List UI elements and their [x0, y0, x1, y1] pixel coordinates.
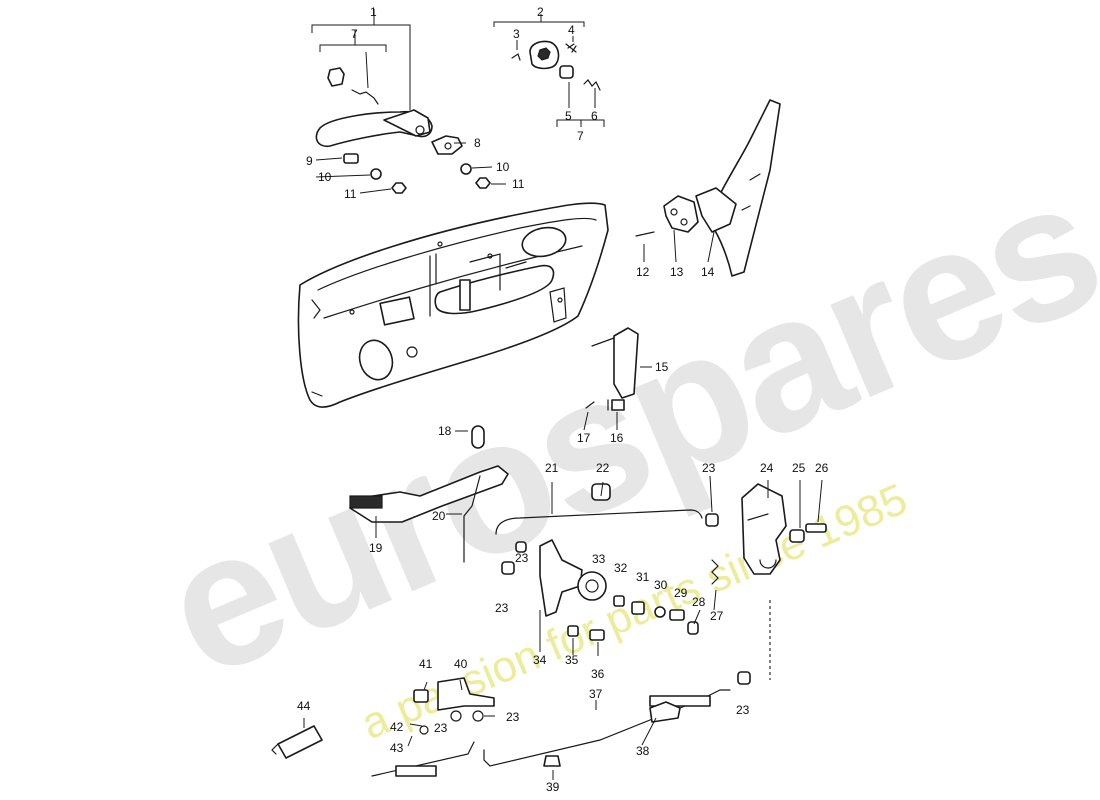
callout-3: 3	[513, 27, 520, 41]
handle-bracket	[431, 135, 463, 155]
bellcrank	[539, 539, 583, 617]
grommet-22	[591, 483, 611, 501]
pulley-33	[577, 571, 607, 601]
hinge-plate	[695, 187, 737, 233]
callout-25: 25	[792, 461, 806, 475]
grease-tube	[277, 725, 323, 759]
callout-44: 44	[297, 699, 311, 713]
callout-17: 17	[577, 431, 591, 445]
callout-8: 8	[474, 136, 481, 150]
callout-38: 38	[636, 744, 650, 758]
callout-35: 35	[565, 653, 579, 667]
inner-handle	[349, 465, 509, 523]
callout-21: 21	[545, 461, 559, 475]
lock-cylinder-group	[493, 14, 605, 127]
lock-cap	[559, 65, 574, 79]
bracket-40	[437, 677, 495, 711]
callout-34: 34	[533, 653, 547, 667]
callout-11-right: 11	[512, 177, 525, 191]
nut-11b	[475, 177, 491, 189]
callout-23-c: 23	[495, 601, 509, 615]
callout-18: 18	[438, 424, 452, 438]
callout-24: 24	[760, 461, 774, 475]
hinge-group	[635, 99, 781, 277]
callout-7-right: 7	[577, 129, 584, 143]
door-panel	[297, 202, 609, 408]
callout-15: 15	[655, 360, 669, 374]
callout-5: 5	[565, 109, 572, 123]
washer-10b	[460, 163, 472, 175]
a-pillar	[707, 99, 781, 277]
callout-43: 43	[390, 741, 404, 755]
callout-16: 16	[610, 431, 624, 445]
callout-10-left: 10	[318, 170, 332, 184]
callout-37: 37	[589, 687, 603, 701]
nut-11a	[391, 182, 407, 194]
callout-27: 27	[710, 609, 724, 623]
handle-cover	[327, 67, 345, 87]
callout-31: 31	[636, 570, 650, 584]
callout-14: 14	[701, 265, 715, 279]
lock-latch	[741, 483, 787, 575]
callout-33: 33	[592, 552, 606, 566]
callout-13: 13	[670, 265, 684, 279]
callout-42: 42	[390, 720, 404, 734]
lock-mechanism	[495, 475, 827, 680]
outer-handle-group	[311, 9, 506, 194]
callout-4: 4	[568, 23, 575, 37]
callout-26: 26	[815, 461, 829, 475]
callout-7-left: 7	[351, 27, 358, 41]
callout-1: 1	[370, 5, 377, 19]
callout-23-f: 23	[736, 703, 750, 717]
callout-19: 19	[369, 541, 383, 555]
callout-12: 12	[636, 265, 650, 279]
callout-32: 32	[614, 561, 628, 575]
watermark: eurospares a passion for parts since 198…	[136, 138, 1100, 749]
knob-18	[471, 425, 485, 449]
callout-2: 2	[537, 5, 544, 19]
callout-20: 20	[432, 509, 446, 523]
clip-9	[343, 153, 359, 164]
callout-11-left: 11	[344, 187, 357, 201]
callout-40: 40	[454, 657, 468, 671]
clip-39	[543, 755, 561, 767]
lower-assembly	[271, 671, 751, 780]
washer-10a	[370, 168, 382, 180]
hinge	[663, 195, 699, 233]
callout-28: 28	[692, 595, 706, 609]
callout-23-e: 23	[506, 710, 520, 724]
callout-36: 36	[591, 667, 605, 681]
regulator-bracket	[583, 327, 652, 431]
callout-29: 29	[674, 586, 688, 600]
callout-22: 22	[596, 461, 610, 475]
inner-handle-group	[349, 425, 509, 563]
callout-23-b: 23	[515, 551, 529, 565]
callout-23-a: 23	[702, 461, 716, 475]
callout-41: 41	[419, 657, 433, 671]
callout-23-d: 23	[434, 721, 448, 735]
callout-9: 9	[306, 154, 313, 168]
callout-6: 6	[591, 109, 598, 123]
callout-10-right: 10	[496, 160, 510, 174]
callout-labels: 1 2 3 4 5 6 7 7 8 9 10 10 11 11 12 13 14…	[297, 5, 829, 794]
callout-39: 39	[546, 780, 560, 794]
callout-30: 30	[654, 578, 668, 592]
latch-clip-38	[649, 701, 681, 723]
